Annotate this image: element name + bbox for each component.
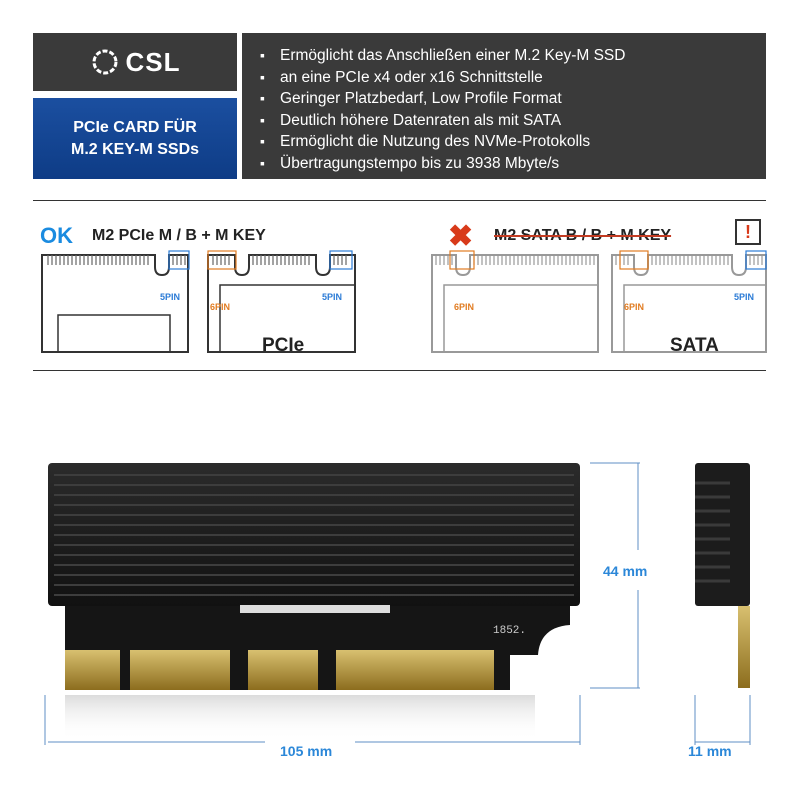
pin-highlight-blue <box>329 250 353 270</box>
dimension-lines <box>44 462 751 745</box>
reflection <box>65 695 535 740</box>
sata-key-label: M2 SATA B / B + M KEY <box>494 227 672 244</box>
pin-highlight-orange <box>207 250 237 270</box>
product-drawing <box>44 462 751 745</box>
logo-ring-icon <box>92 49 117 75</box>
warning-icon: ! <box>735 219 761 245</box>
card-marking: 1852. <box>493 625 527 637</box>
sata-bm-key-module <box>611 254 767 353</box>
bm-key-module <box>207 254 356 353</box>
feature-item: Deutlich höhere Datenraten als mit SATA <box>260 110 766 132</box>
height-dimension: 44 mm <box>603 563 648 579</box>
pin-label-5pin: 5PIN <box>734 292 755 302</box>
feature-item: an eine PCIe x4 oder x16 Schnittstelle <box>260 67 766 89</box>
pin-label-5pin: 5PIN <box>160 292 181 302</box>
logo-panel: CSL <box>33 33 237 91</box>
side-view-heatsink <box>695 463 750 688</box>
product-title-line2: M.2 KEY-M SSDs <box>70 140 200 158</box>
product-title-line1: PCIe CARD FÜR <box>73 118 197 136</box>
logo-text: CSL <box>125 46 181 77</box>
label-strip <box>240 605 390 613</box>
pin-highlight-blue <box>168 250 190 270</box>
pin-label-5pin: 5PIN <box>322 292 343 302</box>
heatsink-fins <box>54 474 574 596</box>
pcie-key-label: M2 PCIe M / B + M KEY <box>92 227 266 244</box>
divider-top <box>33 200 766 201</box>
gold-contacts <box>65 650 494 690</box>
feature-item: Ermöglicht das Anschließen einer M.2 Key… <box>260 45 766 67</box>
depth-dimension: 11 mm <box>688 743 732 759</box>
m-key-module <box>41 254 189 353</box>
feature-item: Übertragungstempo bis zu 3938 Mbyte/s <box>260 153 766 175</box>
cross-icon: ✖ <box>448 220 474 253</box>
length-dimension: 105 mm <box>280 743 333 759</box>
brand-logo: CSL <box>33 33 237 91</box>
feature-item: Ermöglicht die Nutzung des NVMe-Protokol… <box>260 131 766 153</box>
feature-list: Ermöglicht das Anschließen einer M.2 Key… <box>242 33 766 179</box>
pcie-label: PCIe <box>262 335 305 356</box>
pin-label-6pin: 6PIN <box>454 302 475 312</box>
pin-label-6pin: 6PIN <box>210 302 231 312</box>
divider-bottom <box>33 370 766 371</box>
sata-label: SATA <box>670 335 719 356</box>
m-key-pins <box>47 255 186 265</box>
m2-connector-diagram <box>41 250 767 353</box>
ok-label: OK <box>40 223 73 248</box>
pin-label-6pin: 6PIN <box>624 302 645 312</box>
sata-b-key-module <box>431 254 599 353</box>
feature-item: Geringer Platzbedarf, Low Profile Format <box>260 88 766 110</box>
product-title-panel: PCIe CARD FÜR M.2 KEY-M SSDs <box>33 98 237 179</box>
